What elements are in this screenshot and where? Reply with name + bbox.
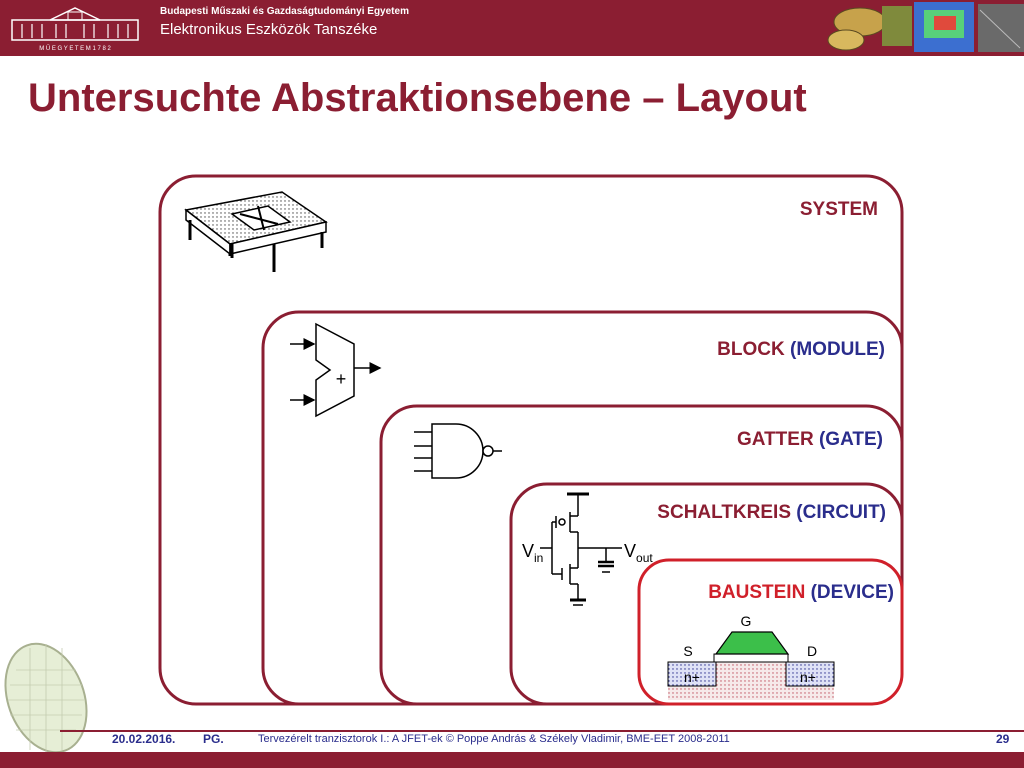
- label-block: BLOCK (MODULE): [717, 339, 885, 360]
- gate-nand-icon: [414, 423, 502, 479]
- department-name: Elektronikus Eszközök Tanszéke: [160, 21, 378, 38]
- logo-text: M Ű E G Y E T E M 1 7 8 2: [39, 45, 111, 52]
- system-pcb-icon: [184, 191, 328, 272]
- label-gate: GATTER (GATE): [737, 429, 883, 450]
- university-name: Budapesti Műszaki és Gazdaságtudományi E…: [160, 6, 409, 17]
- page-title: Untersuchte Abstraktionsebene – Layout: [28, 76, 807, 120]
- circuit-inverter-icon: [540, 492, 622, 606]
- wafer-image: [4, 642, 88, 754]
- footer-credits: © Poppe András & Székely Vladimir, BME-E…: [445, 733, 730, 745]
- device-mosfet-icon: [667, 631, 835, 700]
- footer-bar: [0, 752, 1024, 768]
- adder-symbol: +: [336, 369, 347, 389]
- footer-date: 20.02.2016.: [112, 732, 176, 746]
- footer-course-title: Tervezérelt tranzisztorok I.: A JFET-ek: [258, 733, 443, 745]
- drain-terminal-label: D: [807, 643, 817, 659]
- footer-course: Tervezérelt tranzisztorok I.: A JFET-ek …: [258, 733, 730, 745]
- drain-doping-label: n+: [800, 669, 816, 685]
- label-device: BAUSTEIN (DEVICE): [708, 582, 894, 603]
- label-circuit: SCHALTKREIS (CIRCUIT): [657, 502, 886, 523]
- page-number: 29: [996, 732, 1010, 746]
- vin-label: Vin: [522, 541, 543, 565]
- footer-author: PG.: [203, 732, 224, 746]
- block-adder-icon: +: [290, 322, 382, 418]
- footer-divider: [60, 730, 1024, 732]
- university-logo: M Ű E G Y E T E M 1 7 8 2: [11, 7, 139, 52]
- label-system: SYSTEM: [800, 199, 878, 220]
- chip-images-banner: [827, 2, 1024, 52]
- source-terminal-label: S: [683, 643, 692, 659]
- source-doping-label: n+: [684, 669, 700, 685]
- vout-label: Vout: [624, 541, 653, 565]
- gate-terminal-label: G: [741, 613, 752, 629]
